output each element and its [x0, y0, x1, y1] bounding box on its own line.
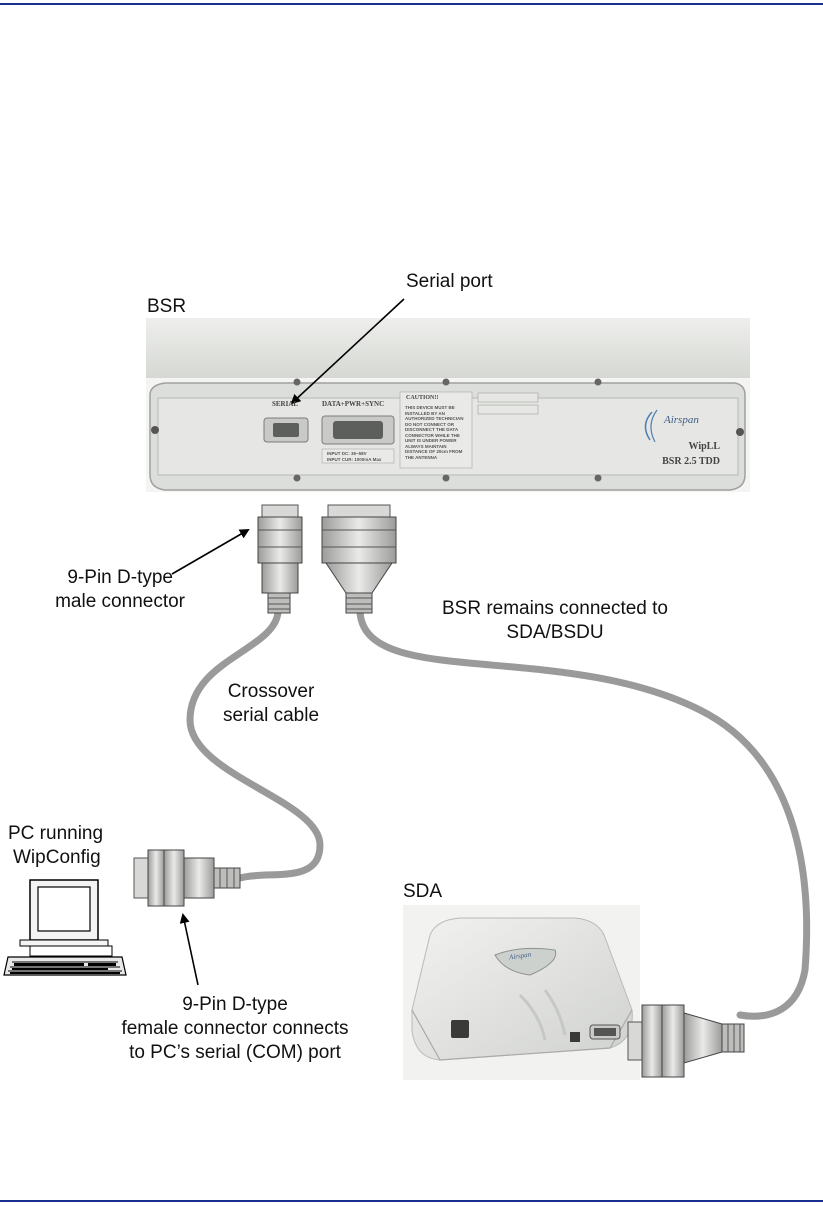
sda-label: SDA [403, 881, 443, 902]
serial-port-arrow [290, 298, 405, 405]
caution-text: THIS DEVICE MUST BE INSTALLED BY AN AUTH… [405, 405, 464, 460]
top-rule [0, 3, 823, 5]
bsr-sda-cable [356, 608, 811, 1020]
bsr-label: BSR [147, 296, 187, 317]
sda-connector [627, 1004, 745, 1078]
bsr-model-line2: BSR 2.5 TDD [662, 456, 720, 467]
sda-unit [403, 905, 640, 1080]
crossover-cable [186, 608, 324, 882]
caution-title: CAUTION!! [406, 395, 439, 401]
serial-port-label: SERIAL [272, 400, 299, 408]
female-connector-label-1: 9-Pin D-type [182, 994, 288, 1015]
pc-icon [3, 879, 127, 976]
bsr-remains-connected-label-2: SDA/BSDU [506, 622, 604, 643]
bottom-rule [0, 1200, 823, 1202]
male-connector-label-2: male connector [55, 591, 185, 612]
bsr-brand-logo: Airspan [664, 414, 699, 426]
female-connector-label-2: female connector connects [121, 1018, 349, 1039]
male-connector [257, 504, 303, 614]
data-connector [321, 504, 397, 614]
input-rating: INPUT DC: 36~58V INPUT CUR: 1000mA Max [327, 451, 382, 462]
crossover-cable-label-1: Crossover [227, 681, 315, 702]
female-connector-label-3: to PC’s serial (COM) port [129, 1042, 341, 1063]
data-port-label: DATA+PWR+SYNC [322, 400, 385, 408]
male-connector-label-1: 9-Pin D-type [67, 567, 173, 588]
female-connector-arrow [179, 913, 199, 986]
crossover-cable-label-2: serial cable [222, 705, 320, 726]
serial-port-label-callout: Serial port [406, 271, 493, 292]
pc-label-1: PC running [8, 823, 104, 844]
pc-label-2: WipConfig [13, 847, 101, 868]
male-connector-arrow [171, 528, 250, 575]
bsr-model-line1: WipLL [688, 441, 721, 452]
bsr-unit [146, 318, 750, 492]
bsr-remains-connected-label-1: BSR remains connected to [441, 598, 668, 619]
female-connector [133, 849, 241, 907]
